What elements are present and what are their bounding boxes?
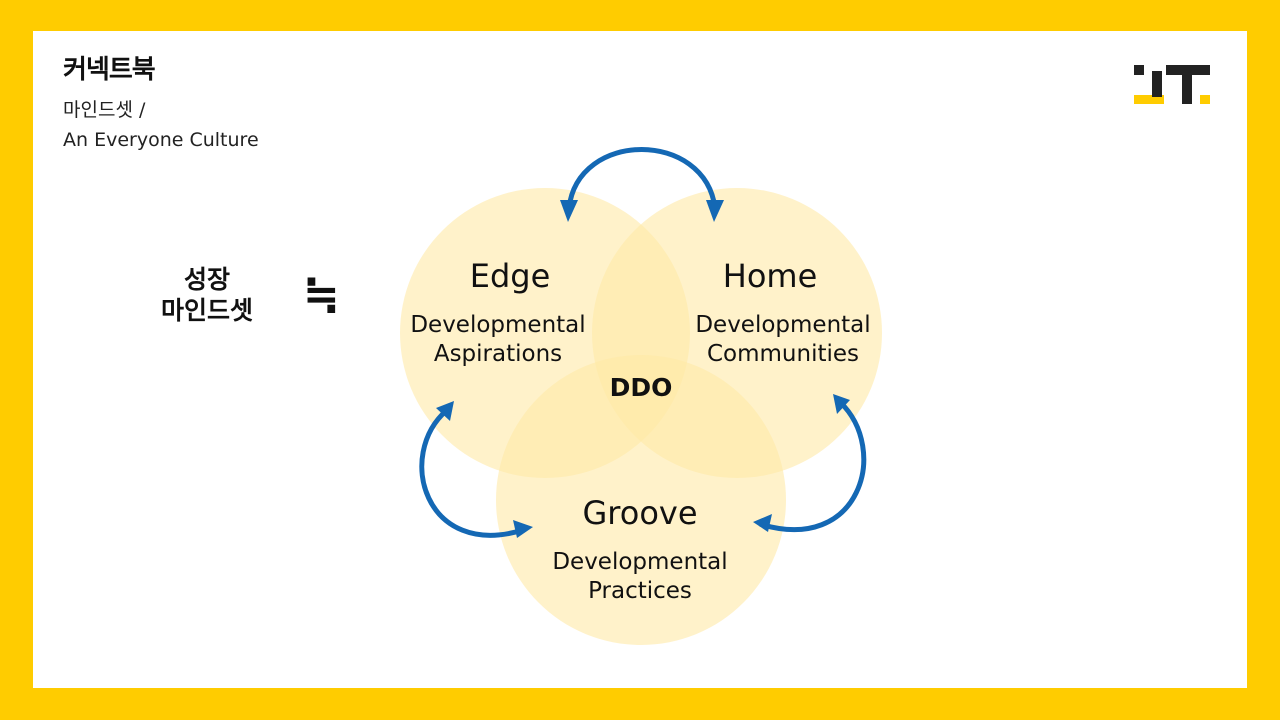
subtitle-line1: 마인드셋 / <box>63 99 146 121</box>
subtitle: 마인드셋 / An Everyone Culture <box>63 95 259 155</box>
curved-double-arrow-icon <box>419 401 533 538</box>
curved-double-arrow-icon <box>560 147 724 222</box>
growth-mindset-line2: 마인드셋 <box>160 296 253 325</box>
edge-desc-line1: Developmental <box>410 312 585 338</box>
groove-circle <box>496 355 786 645</box>
edge-title: Edge <box>470 257 551 295</box>
approx-equal-symbol: ≒ <box>303 269 340 320</box>
brand-logo-icon <box>1134 65 1210 104</box>
growth-mindset-label: 성장 마인드셋 <box>150 264 264 326</box>
groove-desc-line2: Practices <box>588 578 692 604</box>
home-desc-line2: Communities <box>707 341 859 367</box>
brand-title: 커넥트북 <box>63 55 156 85</box>
ddo-center-label: DDO <box>610 373 673 402</box>
edge-desc-line2: Aspirations <box>434 341 562 367</box>
groove-desc-line1: Developmental <box>552 549 727 575</box>
subtitle-line2: An Everyone Culture <box>63 129 259 151</box>
home-title: Home <box>723 257 818 295</box>
groove-title: Groove <box>582 494 697 532</box>
curved-double-arrow-icon <box>753 394 867 533</box>
growth-mindset-line1: 성장 <box>183 265 230 294</box>
home-desc-line1: Developmental <box>695 312 870 338</box>
